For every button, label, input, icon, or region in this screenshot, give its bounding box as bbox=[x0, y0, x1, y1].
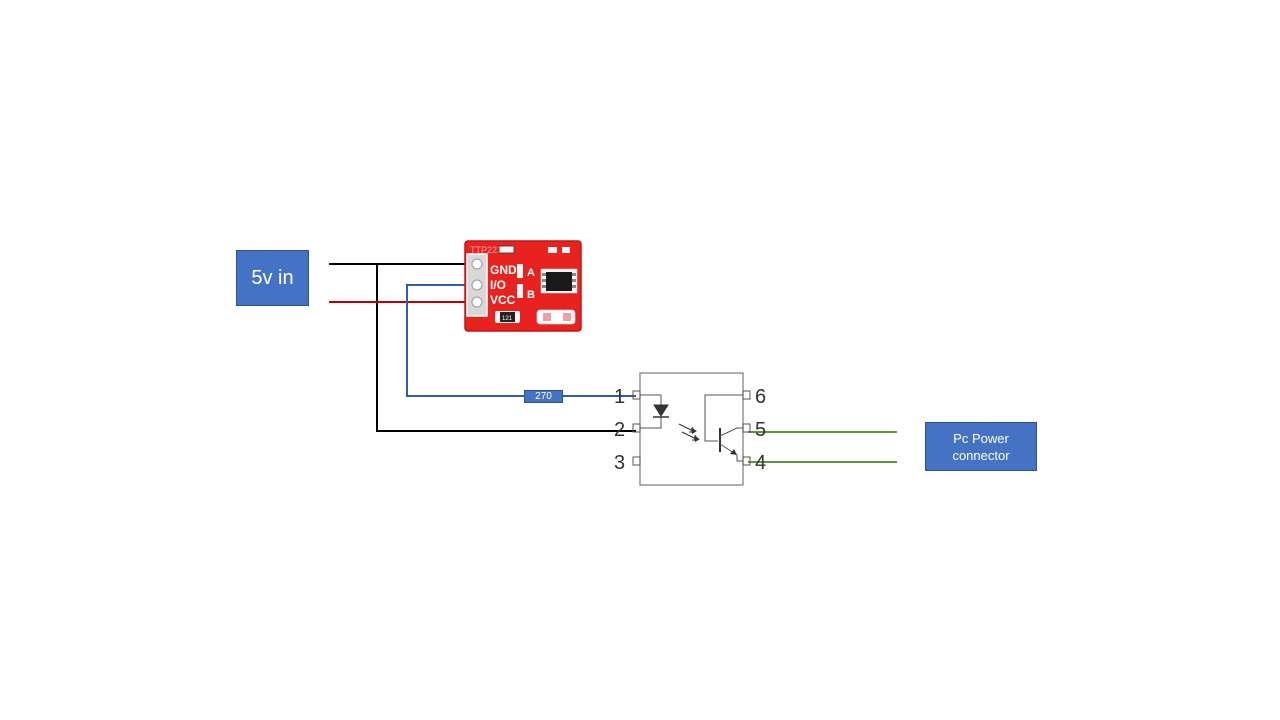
opto-pin-number-2: 2 bbox=[614, 419, 625, 441]
opto-pin-number-1: 1 bbox=[614, 386, 625, 408]
pcb-silkscreen: TTP223 bbox=[470, 245, 502, 255]
opto-pin-number-6: 6 bbox=[755, 386, 766, 408]
pin-label-io: I/O bbox=[490, 278, 506, 292]
opto-pin-number-5: 5 bbox=[755, 419, 766, 441]
emitter-arrow-icon bbox=[730, 449, 737, 455]
led-triangle-icon bbox=[653, 404, 669, 417]
optocoupler: 1 2 3 4 5 6 bbox=[614, 372, 766, 486]
pc-power-label: Pc Power connector bbox=[952, 430, 1010, 463]
pin-io bbox=[471, 279, 483, 291]
opto-pin-number-4: 4 bbox=[755, 452, 766, 474]
top-smd-resistor bbox=[498, 245, 515, 254]
pin-label-vcc: VCC bbox=[490, 293, 516, 307]
ground-to-opto-pin2-wire bbox=[376, 264, 636, 432]
led-pad-left bbox=[543, 313, 551, 321]
opto-pin-tab-6 bbox=[742, 390, 751, 400]
pin-gnd bbox=[471, 258, 483, 270]
wires bbox=[329, 263, 897, 463]
touch-sensor-module: TTP223 GND I/O VCC A B 121 bbox=[464, 240, 582, 332]
bottom-capacitor-body bbox=[500, 312, 515, 322]
arrow-head-1 bbox=[691, 428, 697, 434]
transistor-collector bbox=[719, 427, 743, 437]
chip-marking: 121 bbox=[502, 316, 513, 322]
supply-label: 5v in bbox=[251, 266, 294, 289]
ic-chip bbox=[540, 268, 578, 294]
pc-power-connector-box: Pc Power connector bbox=[925, 422, 1037, 471]
transistor-base-wiring bbox=[704, 394, 743, 442]
top-right-pad bbox=[548, 247, 557, 253]
jumper-a-label: A bbox=[527, 267, 535, 279]
opto-pin-number-3: 3 bbox=[614, 452, 625, 474]
opto-pin-tab-5 bbox=[742, 423, 751, 433]
jumper-b-pad bbox=[517, 284, 523, 298]
jumper-b-label: B bbox=[527, 289, 535, 301]
top-right-pad-2 bbox=[562, 247, 570, 253]
arrow-head-2 bbox=[694, 436, 700, 442]
pin-vcc bbox=[471, 296, 483, 308]
pin-label-gnd: GND bbox=[490, 263, 517, 277]
led-pad-right bbox=[563, 313, 571, 321]
supply-label-box: 5v in bbox=[236, 250, 309, 306]
pcb-shading bbox=[464, 240, 582, 332]
signal-wire bbox=[406, 284, 636, 397]
resistor-label: 270 bbox=[535, 391, 552, 402]
opto-pin-tab-3 bbox=[632, 456, 641, 466]
resistor-box: 270 bbox=[524, 390, 563, 403]
jumper-a-pad bbox=[517, 264, 523, 278]
transistor-emitter bbox=[719, 443, 743, 462]
